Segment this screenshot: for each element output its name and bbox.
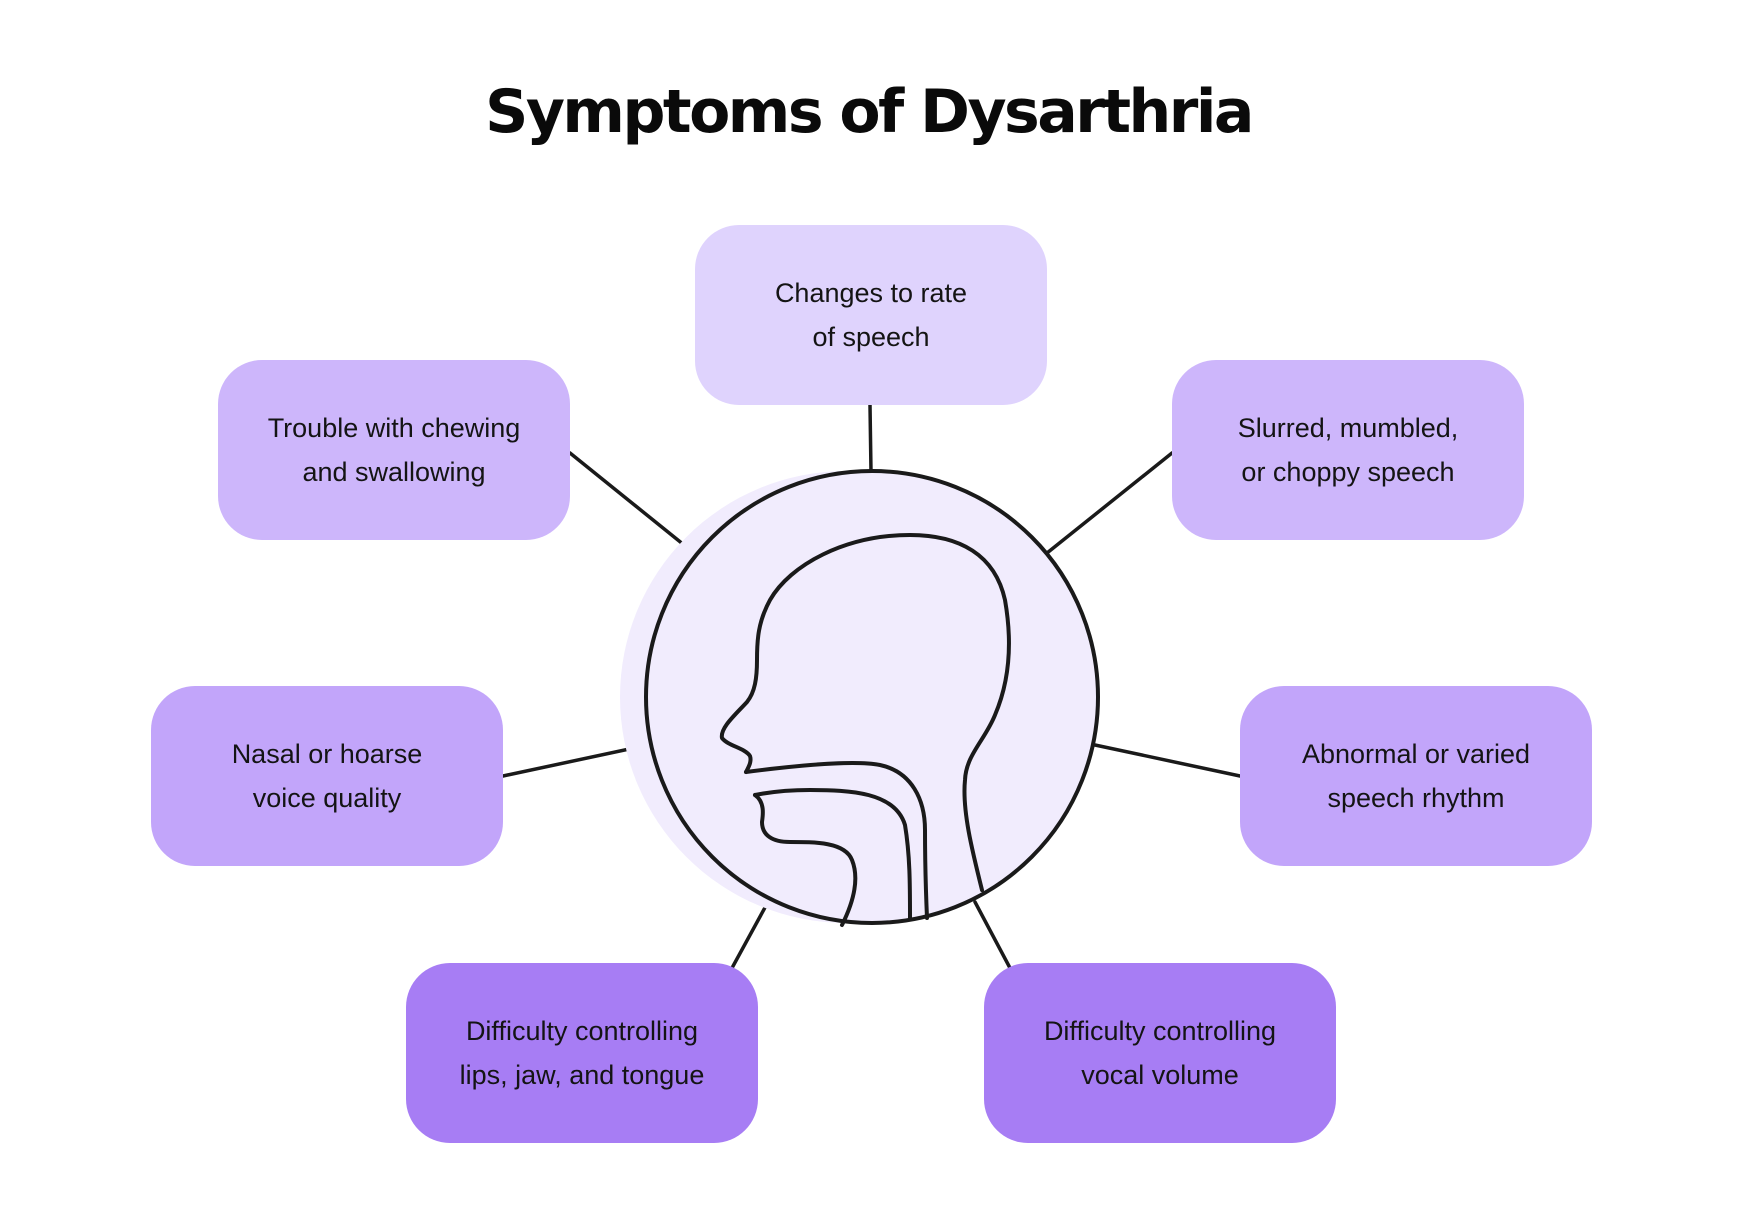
symptom-box-chewing: Trouble with chewing and swallowing	[218, 360, 570, 540]
connector-rhythm	[1093, 743, 1242, 778]
connector-chewing	[568, 451, 696, 555]
connector-lips	[730, 900, 770, 970]
connector-lines	[501, 403, 1242, 970]
symptom-label-rate: Changes to rate of speech	[774, 278, 968, 352]
connector-nasal	[501, 743, 650, 778]
symptom-box-volume: Difficulty controlling vocal volume	[984, 963, 1336, 1143]
connector-volume	[973, 900, 1012, 970]
symptom-label-nasal: Nasal or hoarse voice quality	[231, 739, 423, 813]
symptom-box-nasal: Nasal or hoarse voice quality	[151, 686, 503, 866]
center-circle	[644, 469, 1100, 925]
symptom-box-slurred: Slurred, mumbled, or choppy speech	[1172, 360, 1524, 540]
symptom-label-chewing: Trouble with chewing and swallowing	[267, 413, 521, 487]
symptom-box-lips: Difficulty controlling lips, jaw, and to…	[406, 963, 758, 1143]
head-throat-profile-icon	[719, 533, 1011, 927]
symptom-label-rhythm: Abnormal or varied speech rhythm	[1301, 739, 1531, 813]
symptom-box-rate: Changes to rate of speech	[695, 225, 1047, 405]
connector-slurred	[1045, 451, 1174, 555]
connector-rate	[868, 403, 873, 474]
symptom-label-lips: Difficulty controlling lips, jaw, and to…	[459, 1016, 705, 1090]
symptom-label-slurred: Slurred, mumbled, or choppy speech	[1237, 413, 1459, 487]
diagram-title: Symptoms of Dysarthria	[485, 77, 1254, 147]
symptom-box-rhythm: Abnormal or varied speech rhythm	[1240, 686, 1592, 866]
symptom-label-volume: Difficulty controlling vocal volume	[1043, 1016, 1277, 1090]
